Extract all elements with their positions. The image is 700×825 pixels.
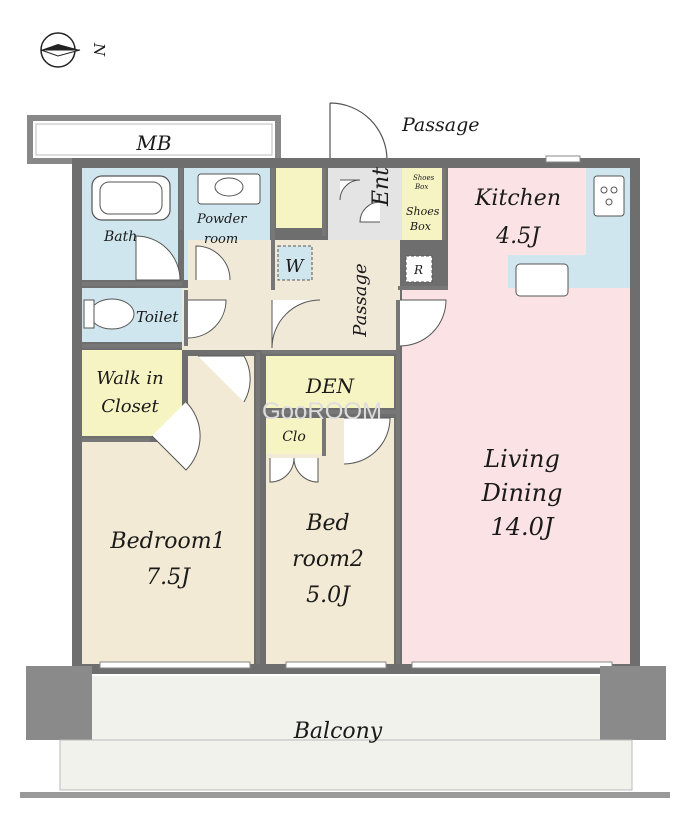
compass: N (40, 32, 108, 68)
compass-north-label: N (90, 42, 108, 57)
shoes-box-small-label-2: Box (414, 183, 428, 191)
balcony-pillar-left (26, 666, 92, 740)
passage-inner-label: Passage (350, 263, 371, 337)
washer-box (277, 245, 313, 281)
entrance-label: Ent (369, 167, 394, 207)
mb-label: MB (135, 131, 171, 155)
walk-in-closet-label-1: Walk in (96, 368, 163, 389)
balcony-area (92, 676, 600, 740)
walk-in-closet (82, 350, 182, 436)
bedroom1-room (82, 442, 254, 664)
bedroom2-size-label: 5.0J (306, 583, 351, 608)
toilet-icon (89, 298, 135, 330)
bedroom1-size-label: 7.5J (146, 565, 191, 590)
closet-area (266, 418, 322, 454)
balcony-pillar-right (600, 666, 666, 740)
shoes-box-small-label-1: Shoes (413, 174, 435, 182)
balcony-label: Balcony (293, 719, 383, 744)
powder-room-label-2: room (204, 232, 238, 247)
entrance-door-arc (329, 102, 388, 161)
powder-room-label-1: Powder (196, 212, 247, 227)
refrigerator-box (405, 255, 433, 283)
living-dining-size-label: 14.0J (490, 513, 554, 541)
kitchen-sink-icon (515, 263, 569, 297)
living-dining-label-2: Dining (481, 479, 563, 507)
kitchen-size-label: 4.5J (495, 224, 541, 249)
passage-top-label: Passage (401, 114, 480, 136)
living-dining-room (402, 288, 630, 664)
watermark-text: GooROOM (262, 398, 382, 425)
washer-label: W (285, 256, 305, 277)
inner-walls (82, 168, 448, 664)
den-label: DEN (305, 374, 356, 398)
compass-arrow-icon (41, 44, 80, 50)
bedroom2-label-1: Bed (305, 511, 349, 536)
shoes-box-area (402, 168, 442, 240)
door-swings (135, 179, 447, 483)
living-dining-label-1: Living (483, 445, 560, 473)
closet-label: Clo (282, 429, 306, 445)
bedroom2-label-2: room2 (292, 547, 364, 572)
stove-icon (593, 175, 625, 217)
kitchen-label: Kitchen (474, 186, 561, 211)
bedroom1-label: Bedroom1 (109, 529, 225, 554)
shoes-box-label-2: Box (409, 220, 432, 233)
shoes-box-label-1: Shoes (406, 205, 440, 218)
bath-label: Bath (103, 229, 137, 245)
refrigerator-label: R (413, 263, 423, 277)
den-area (266, 356, 394, 408)
toilet-label: Toilet (136, 308, 179, 326)
walk-in-closet-label-2: Closet (101, 396, 159, 417)
storage-small (276, 168, 322, 228)
bedroom2-room (266, 454, 394, 664)
